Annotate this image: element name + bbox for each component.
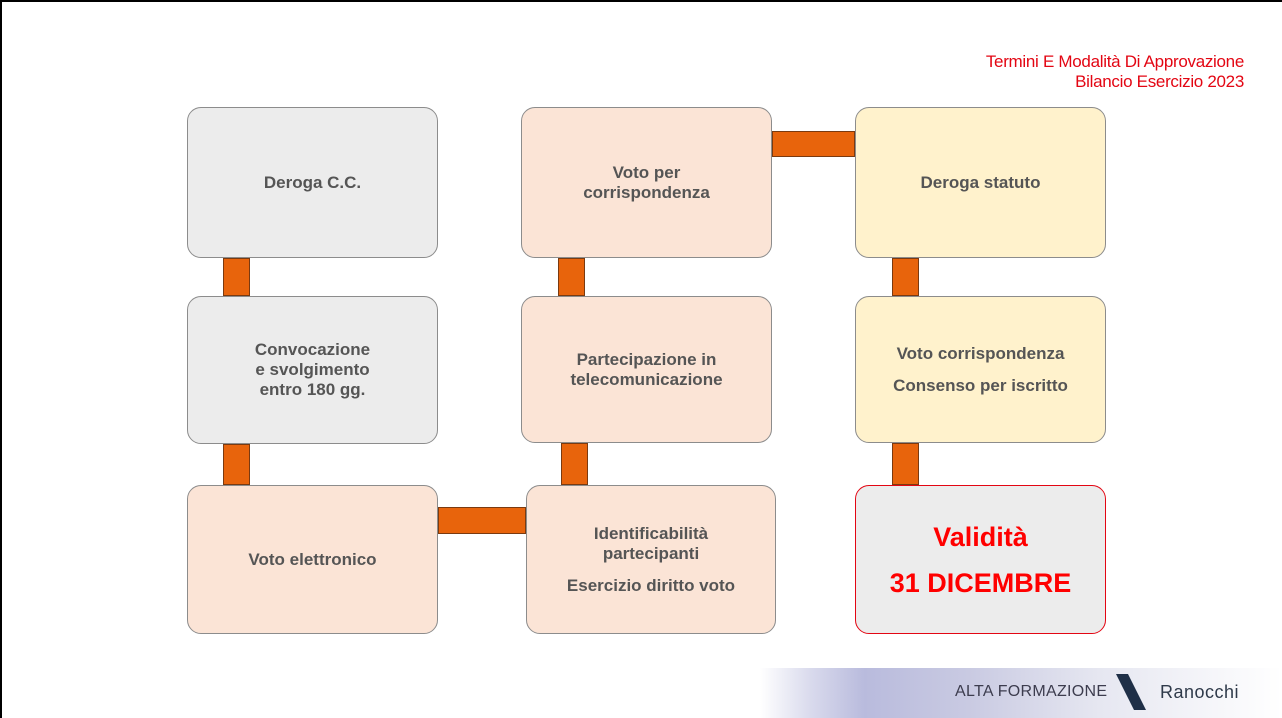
title-line-1: Termini E Modalità Di Approvazione xyxy=(985,52,1244,71)
title-line-2: Bilancio Esercizio 2023 xyxy=(1075,72,1244,91)
box-convocazione-line-2: e svolgimento xyxy=(255,360,370,379)
connector-voto-per-corrispondenza-deroga-statuto xyxy=(772,131,855,157)
connector-deroga-statuto-voto-corrispondenza xyxy=(892,258,919,296)
box-voto-corrispondenza: Voto corrispondenza Consenso per iscritt… xyxy=(855,296,1106,443)
connector-voto-elettronico-identificabilita xyxy=(438,507,526,534)
box-partecipazione-line-2: telecomunicazione xyxy=(570,369,723,389)
box-convocazione-line-3: entro 180 gg. xyxy=(259,380,366,399)
brand-logo-text: Ranocchi xyxy=(1160,682,1240,702)
box-validita: Validità 31 DICEMBRE xyxy=(855,485,1106,634)
box-voto-elettronico: Voto elettronico xyxy=(187,485,438,634)
box-voto-per-corrispondenza-line-2: corrispondenza xyxy=(583,182,710,202)
box-deroga-statuto-text: Deroga statuto xyxy=(920,172,1041,192)
box-voto-per-corrispondenza-line-1: Voto per xyxy=(612,162,681,182)
box-convocazione: Convocazione e svolgimento entro 180 gg. xyxy=(187,296,438,444)
connector-partecipazione-voto-per-corrispondenza xyxy=(558,258,585,296)
alta-formazione-label: ALTA FORMAZIONE xyxy=(955,683,1108,700)
connector-voto-corrispondenza-validita xyxy=(892,443,919,485)
box-deroga-cc-text: Deroga C.C. xyxy=(263,172,362,192)
box-identificabilita-line-1: Identificabilità xyxy=(593,523,709,543)
box-voto-elettronico-text: Voto elettronico xyxy=(248,549,377,569)
brand-slash-icon xyxy=(1116,674,1146,710)
box-deroga-cc: Deroga C.C. xyxy=(187,107,438,258)
box-voto-corrispondenza-line-2: Consenso per iscritto xyxy=(893,375,1068,395)
box-voto-corrispondenza-line-1: Voto corrispondenza xyxy=(896,343,1065,363)
box-identificabilita-line-3: Esercizio diritto voto xyxy=(566,575,736,595)
connector-identificabilita-partecipazione xyxy=(561,443,588,485)
box-validita-line-1: Validità xyxy=(933,521,1028,552)
connector-convocazione-voto-elettronico xyxy=(223,444,250,485)
box-identificabilita: Identificabilità partecipanti Esercizio … xyxy=(526,485,776,634)
box-partecipazione: Partecipazione in telecomunicazione xyxy=(521,296,772,443)
box-deroga-statuto: Deroga statuto xyxy=(855,107,1106,258)
footer-gradient-band xyxy=(760,668,1282,718)
box-identificabilita-line-2: partecipanti xyxy=(602,543,700,563)
box-validita-line-2: 31 DICEMBRE xyxy=(889,567,1072,598)
box-partecipazione-line-1: Partecipazione in xyxy=(576,349,717,369)
box-voto-per-corrispondenza: Voto per corrispondenza xyxy=(521,107,772,258)
slide-title: Termini E Modalità Di Approvazione Bilan… xyxy=(986,52,1244,92)
connector-deroga-cc-convocazione xyxy=(223,258,250,296)
box-convocazione-line-1: Convocazione xyxy=(254,340,371,359)
